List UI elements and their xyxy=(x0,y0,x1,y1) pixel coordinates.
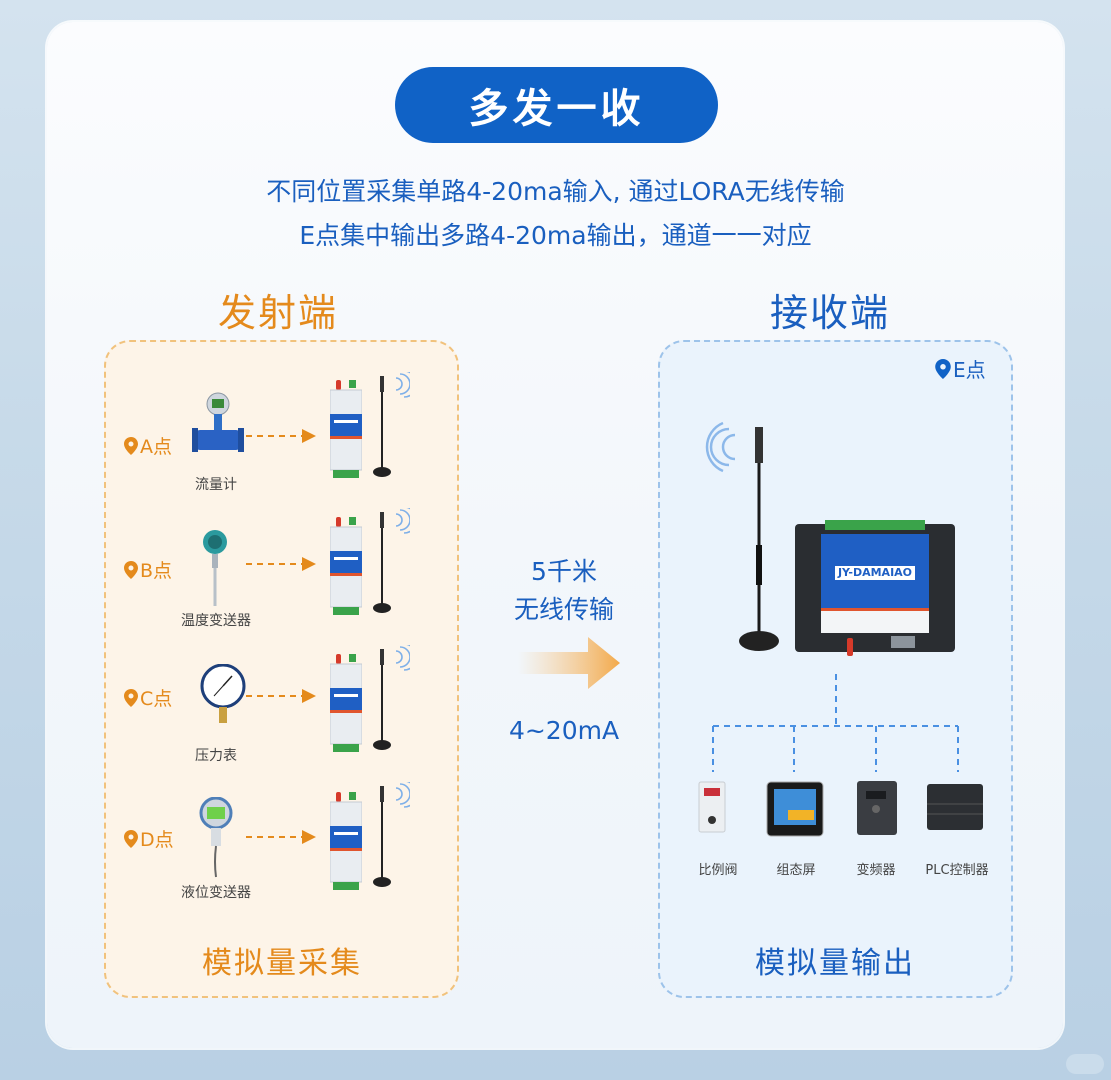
lora-transmitter-module xyxy=(330,517,362,615)
pressure-gauge-icon xyxy=(200,664,246,723)
lora-transmitter-module xyxy=(330,380,362,478)
hmi-screen-icon xyxy=(766,781,824,837)
page-title: 多发一收 xyxy=(395,67,718,143)
location-pin-icon xyxy=(124,436,138,455)
location-pin-icon xyxy=(935,358,951,379)
receiver-device: JY-DAMAIAO xyxy=(795,520,955,660)
antenna-icon xyxy=(373,645,410,750)
receiver-footer: 模拟量输出 xyxy=(755,946,915,981)
subtitle-line-1: 不同位置采集单路4-20ma输入, 通过LORA无线传输 xyxy=(266,177,845,206)
level-transmitter-icon xyxy=(199,797,233,878)
location-pin-icon xyxy=(124,688,138,707)
transmitter-panel xyxy=(104,340,459,998)
point-c-label: C点 xyxy=(124,684,172,711)
receiver-panel xyxy=(658,340,1013,998)
output-label-valve: 比例阀 xyxy=(698,863,738,878)
link-signal: 4~20mA xyxy=(508,716,620,745)
point-e-label: E点 xyxy=(935,354,986,383)
point-d-label: D点 xyxy=(124,825,174,852)
link-mode: 无线传输 xyxy=(513,595,614,624)
temperature-transmitter-icon xyxy=(203,530,227,606)
device-label-a: 流量计 xyxy=(195,477,237,493)
receiver-model-label: JY-DAMAIAO xyxy=(837,566,913,579)
watermark-badge xyxy=(1066,1054,1104,1074)
plc-controller-icon xyxy=(927,784,983,830)
lora-transmitter-module xyxy=(330,792,362,890)
dashed-arrow-icon xyxy=(246,689,316,703)
transmission-arrow-icon xyxy=(518,637,620,689)
antenna-icon xyxy=(373,372,410,477)
dashed-arrow-icon xyxy=(246,429,316,443)
output-distribution-lines xyxy=(712,674,959,772)
device-label-d: 液位变送器 xyxy=(181,885,251,901)
antenna-icon xyxy=(373,782,410,887)
point-b-label: B点 xyxy=(124,556,172,583)
lora-transmitter-module xyxy=(330,654,362,752)
location-pin-icon xyxy=(124,829,138,848)
antenna-icon xyxy=(373,508,410,613)
output-label-plc: PLC控制器 xyxy=(925,863,989,878)
proportional-valve-icon xyxy=(698,781,726,833)
receiver-heading: 接收端 xyxy=(770,291,891,335)
output-label-inverter: 变频器 xyxy=(856,863,896,878)
output-label-hmi: 组态屏 xyxy=(776,863,816,878)
location-pin-icon xyxy=(124,560,138,579)
link-distance: 5千米 xyxy=(531,557,597,586)
receiver-module-icon xyxy=(795,520,955,656)
device-label-c: 压力表 xyxy=(195,748,237,764)
subtitle-line-2: E点集中输出多路4-20ma输出，通道一一对应 xyxy=(299,221,812,250)
device-label-b: 温度变送器 xyxy=(181,613,251,629)
flowmeter-icon xyxy=(192,392,244,452)
inverter-icon xyxy=(857,781,897,835)
dashed-arrow-icon xyxy=(246,830,316,844)
transmitter-footer: 模拟量采集 xyxy=(202,946,362,981)
point-a-label: A点 xyxy=(124,432,172,459)
dashed-arrow-icon xyxy=(246,557,316,571)
transmitter-heading: 发射端 xyxy=(218,291,339,335)
receiver-antenna-icon xyxy=(705,421,779,651)
